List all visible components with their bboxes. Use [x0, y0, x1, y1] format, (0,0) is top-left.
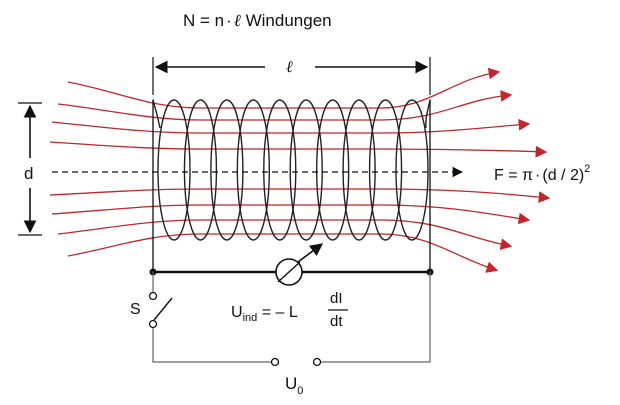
coil-turn [395, 99, 429, 241]
coil-turn [315, 99, 350, 241]
voltage-source: U0 [270, 357, 322, 397]
voltmeter [275, 243, 324, 286]
u0-subscript: 0 [297, 385, 303, 397]
uind-symbol: U [231, 304, 243, 321]
force-lhs: F = π [494, 167, 533, 184]
field-line-8 [67, 233, 499, 273]
field-line-4 [49, 141, 548, 158]
coil-turn [236, 99, 271, 241]
uind-numerator: dI [330, 290, 343, 307]
field-line-6 [51, 204, 531, 225]
coil-turn [157, 99, 191, 241]
coil-turn [263, 99, 297, 241]
uind-denominator: dt [330, 313, 343, 330]
field-line-2 [57, 90, 513, 121]
uind-equals: = – L [257, 304, 298, 321]
title-dot: · [226, 11, 232, 30]
title-formula: N = n·ℓ Windungen [183, 11, 332, 31]
field-line-1 [67, 67, 501, 109]
field-line-3 [51, 118, 531, 134]
coil-windings [152, 99, 431, 241]
force-dot: · [535, 167, 540, 184]
svg-text:U0: U0 [285, 374, 303, 397]
circuit [149, 99, 434, 363]
induced-voltage-formula: Uind = – L dI dt [231, 290, 348, 330]
svg-text:Uind = – L: Uind = – L [231, 304, 298, 324]
u0-symbol: U [285, 374, 297, 393]
diameter-dimension: d [18, 102, 42, 236]
title-ell: ℓ [234, 11, 241, 31]
field-line-5 [49, 188, 551, 203]
title-rest: Windungen [241, 11, 332, 30]
force-exponent: 2 [584, 163, 590, 175]
length-label: ℓ [286, 57, 293, 76]
diameter-label: d [24, 164, 33, 183]
coil-turn [210, 99, 244, 241]
force-body: (d / 2) [542, 167, 584, 184]
field-line-7 [57, 219, 513, 250]
coil-turn [368, 99, 403, 241]
title-lhs: N = n [183, 11, 224, 30]
magnetic-field-lines [49, 67, 551, 273]
length-dimension: ℓ [152, 57, 431, 95]
coil-turn [289, 99, 323, 241]
coil-lead-left [152, 99, 161, 129]
switch-label: S [130, 301, 141, 318]
switch: S [130, 291, 173, 329]
coil-turn [183, 99, 218, 241]
coil-turn [342, 99, 376, 241]
uind-subscript: ind [243, 312, 258, 324]
force-formula: F = π·(d / 2)2 [494, 163, 590, 184]
